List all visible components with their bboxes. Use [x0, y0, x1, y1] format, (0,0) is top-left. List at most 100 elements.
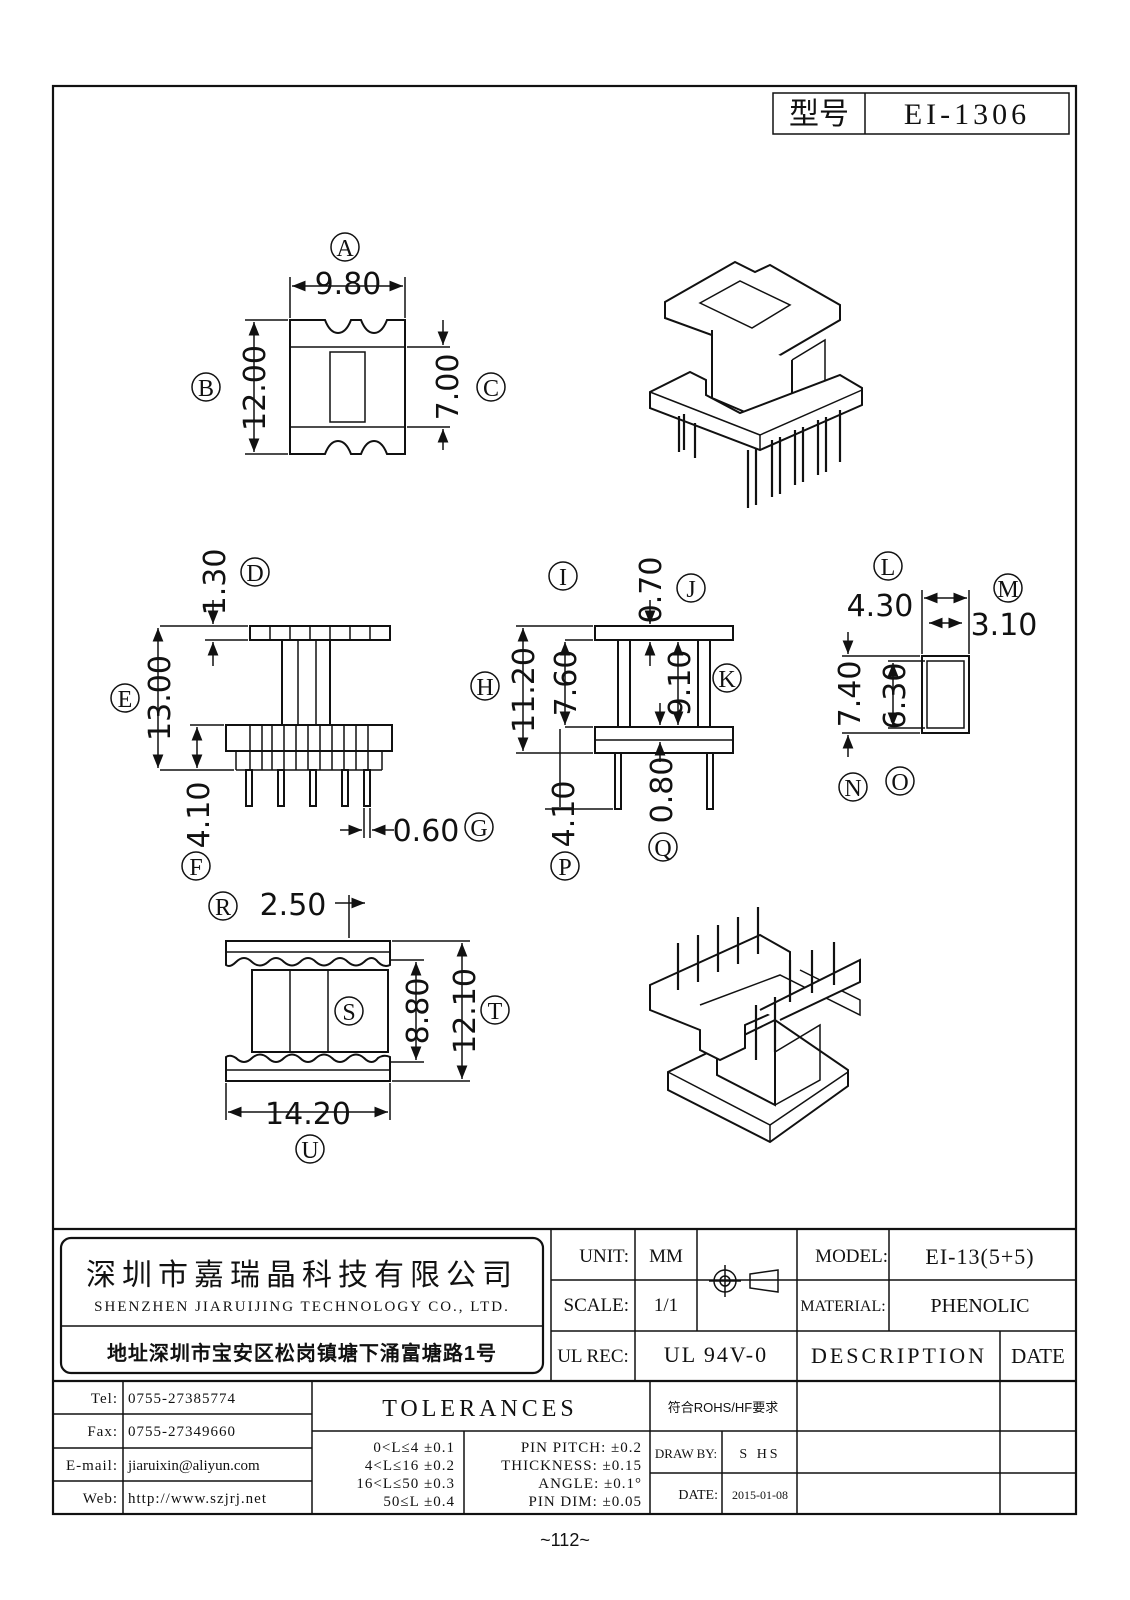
label-D: D	[246, 561, 263, 587]
iso-view-top	[649, 260, 863, 508]
dim-Q-value: 0.80	[645, 757, 680, 824]
model-header-box: 型号 EI-1306	[772, 92, 1070, 135]
spec-row-3: ANGLE: ±0.1°	[538, 1476, 642, 1492]
dim-F-value: 4.10	[182, 782, 217, 849]
label-I: I	[559, 565, 567, 591]
label-N: N	[844, 776, 861, 802]
spec-row-2: THICKNESS: ±0.15	[501, 1458, 642, 1474]
web-label: Web:	[83, 1491, 118, 1507]
page-number: ~112~	[540, 1530, 590, 1550]
dim-G-value: 0.60	[393, 814, 460, 849]
iso-view-bottom	[649, 907, 861, 1144]
top-view-outline	[289, 319, 406, 455]
ulrec-label: UL REC:	[557, 1346, 629, 1367]
dim-R-value: 2.50	[260, 888, 327, 923]
dim-O-value: 6.30	[878, 663, 913, 730]
dim-A-value: 9.80	[315, 267, 382, 302]
company-box	[59, 1236, 545, 1375]
side1-bobbin-core	[281, 639, 331, 726]
spec-row-1: PIN PITCH: ±0.2	[521, 1440, 642, 1456]
dim-T-inner-value: 8.80	[401, 978, 436, 1045]
front-body	[251, 969, 389, 1053]
tolerances-title: TOLERANCES	[382, 1396, 578, 1422]
side-view-1: 1.30 D 13.00 E 4.10 F 0.60 G	[110, 549, 494, 881]
company-name-en: SHENZHEN JIARUIJING TECHNOLOGY CO., LTD.	[94, 1299, 510, 1315]
dim-P-value: 4.10	[547, 781, 582, 848]
dim-I-value: 7.60	[549, 650, 584, 717]
model-label: MODEL:	[815, 1246, 888, 1267]
label-E: E	[118, 687, 133, 713]
dim-J-value: 0.70	[634, 557, 669, 624]
sheet-border	[51, 84, 1078, 1516]
web-value: http://www.szjrj.net	[128, 1491, 267, 1507]
drawby-value: S HS	[739, 1447, 780, 1462]
label-M: M	[997, 577, 1018, 603]
scale-label: SCALE:	[564, 1295, 629, 1316]
label-Q: Q	[654, 836, 671, 862]
side1-top-flange	[249, 625, 391, 641]
dim-M-value: 3.10	[971, 608, 1038, 643]
tol-row-1: 0<L≤4 ±0.1	[373, 1440, 455, 1456]
spec-row-4: PIN DIM: ±0.05	[529, 1494, 643, 1510]
dim-E-value: 13.00	[143, 655, 178, 741]
label-U: U	[301, 1138, 318, 1164]
dim-H-value: 11.20	[507, 647, 542, 733]
section-view: 4.30 L 3.10 M 7.40 N 6.30 O	[833, 551, 1038, 802]
front-view: 2.50 R S 12.10 T 8.80 14.20 U	[208, 888, 510, 1164]
dim-C-value: 7.00	[431, 354, 466, 421]
label-B: B	[198, 376, 214, 402]
tol-row-2: 4<L≤16 ±0.2	[365, 1458, 455, 1474]
drawby-label: DRAW BY:	[655, 1446, 717, 1461]
front-bottom-flange	[225, 1053, 391, 1082]
label-F: F	[189, 855, 202, 881]
model-header-label: 型号	[789, 98, 849, 131]
tel-label: Tel:	[91, 1391, 118, 1407]
label-S: S	[342, 1000, 355, 1026]
material-label: MATERIAL:	[800, 1298, 885, 1315]
unit-label: UNIT:	[579, 1246, 629, 1267]
dim-U-value: 14.20	[265, 1097, 351, 1132]
company-address: 地址深圳市宝安区松岗镇塘下涌富塘路1号	[107, 1341, 497, 1365]
ulrec-value: UL 94V-0	[664, 1342, 768, 1367]
side-view-2: 11.20 H 7.60 I 0.70 J 9.10 K 4.10 P 0.80…	[470, 557, 742, 881]
projection-symbol-icon	[709, 1265, 779, 1297]
scale-value: 1/1	[654, 1295, 678, 1316]
email-value: jiaruixin@aliyun.com	[127, 1458, 260, 1474]
label-T: T	[488, 999, 503, 1025]
company-name-cn: 深圳市嘉瑞晶科技有限公司	[86, 1259, 518, 1292]
dim-K-value: 9.10	[663, 650, 698, 717]
tel-value: 0755-27385774	[128, 1391, 236, 1407]
date-value: 2015-01-08	[732, 1488, 788, 1502]
model-value: EI-13(5+5)	[925, 1244, 1034, 1269]
label-H: H	[476, 675, 493, 701]
dim-L-value: 4.30	[847, 589, 914, 624]
dim-D-value: 1.30	[198, 549, 233, 616]
label-A-circle	[330, 232, 360, 262]
tol-row-4: 50≤L ±0.4	[383, 1494, 455, 1510]
tol-row-3: 16<L≤50 ±0.3	[356, 1476, 455, 1492]
description-header: DESCRIPTION	[811, 1343, 987, 1368]
dim-B-value: 12.00	[238, 345, 273, 431]
fax-label: Fax:	[87, 1424, 118, 1440]
label-R: R	[215, 895, 231, 921]
material-value: PHENOLIC	[931, 1295, 1030, 1317]
label-C: C	[483, 376, 499, 402]
label-P: P	[558, 855, 571, 881]
label-K: K	[718, 667, 736, 693]
front-top-flange	[225, 940, 391, 967]
date-label: DATE:	[678, 1488, 718, 1503]
fax-value: 0755-27349660	[128, 1424, 236, 1440]
unit-value: MM	[649, 1246, 683, 1267]
label-L: L	[881, 555, 896, 581]
top-view: 9.80 A 12.00 B 7.00 C	[191, 232, 506, 455]
dim-N-value: 7.40	[833, 661, 868, 728]
date-header: DATE	[1011, 1344, 1065, 1368]
title-block: 深圳市嘉瑞晶科技有限公司 SHENZHEN JIARUIJING TECHNOL…	[53, 1227, 1076, 1514]
email-label: E-mail:	[66, 1458, 118, 1474]
label-J: J	[686, 577, 695, 603]
label-G: G	[470, 816, 487, 842]
side2-top-flange	[594, 625, 734, 641]
label-O: O	[891, 770, 908, 796]
top-view-window	[329, 351, 366, 423]
